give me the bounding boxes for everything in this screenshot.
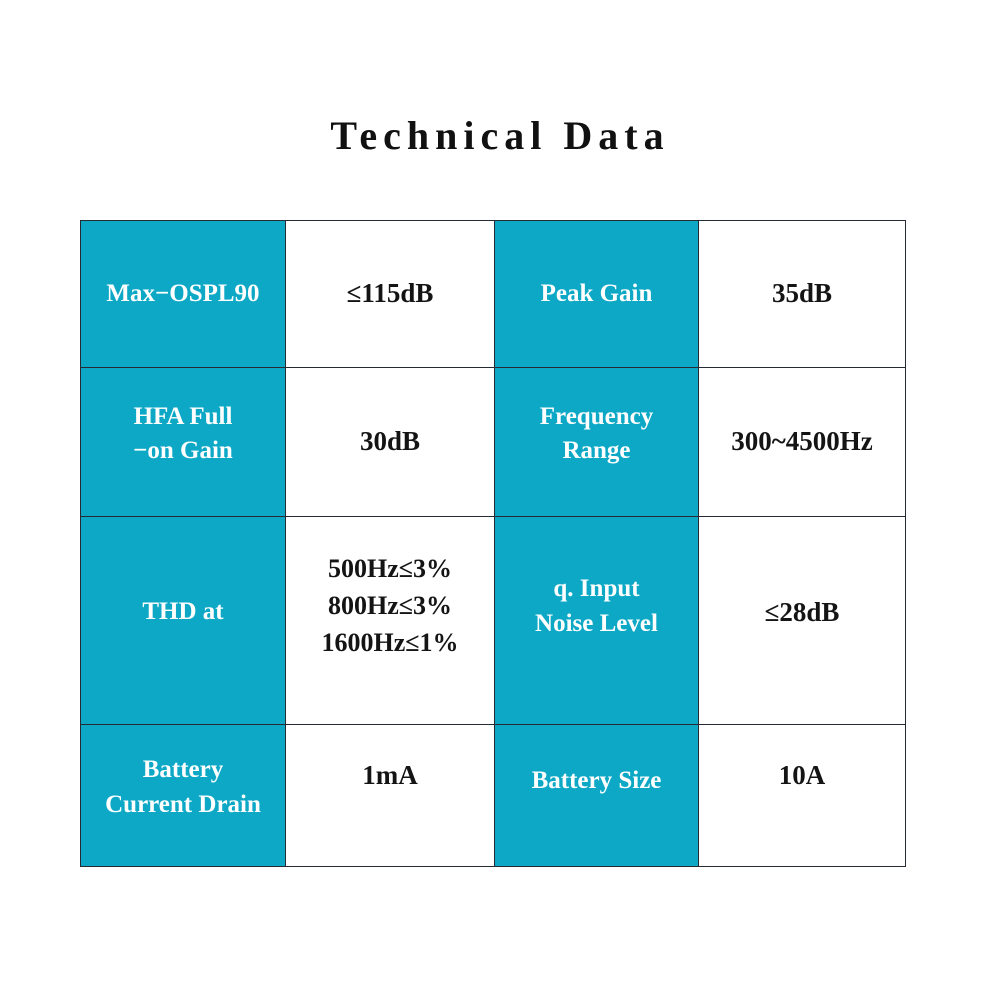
spec-label-thd-at: THD at: [80, 516, 286, 725]
spec-value-line: ≤115dB: [346, 278, 434, 309]
spec-label-line: THD at: [142, 598, 224, 626]
spec-value-line: 800Hz≤3%: [327, 591, 453, 621]
table-row: HFA Full −on Gain 30dB Frequency Range 3…: [80, 367, 906, 517]
spec-value-line: 30dB: [359, 426, 421, 457]
spec-value-line: 35dB: [771, 278, 833, 309]
spec-value-battery-current-drain: 1mA: [285, 724, 495, 867]
technical-data-table: Max−OSPL90 ≤115dB Peak Gain 35dB: [80, 220, 906, 867]
spec-value-frequency-range: 300~4500Hz: [698, 367, 906, 517]
spec-value-thd-at: 500Hz≤3% 800Hz≤3% 1600Hz≤1%: [285, 516, 495, 725]
spec-label-max-ospl90: Max−OSPL90: [80, 220, 286, 368]
spec-value-line: 1600Hz≤1%: [321, 627, 459, 657]
spec-label-line: Max−OSPL90: [106, 279, 260, 307]
spec-value-line: 10A: [778, 759, 826, 790]
table-row: Max−OSPL90 ≤115dB Peak Gain 35dB: [80, 220, 906, 368]
spec-label-q-input-noise-level: q. Input Noise Level: [494, 516, 699, 725]
spec-label-peak-gain: Peak Gain: [494, 220, 699, 368]
table-row: Battery Current Drain 1mA Battery Size 1…: [80, 724, 906, 867]
spec-value-max-ospl90: ≤115dB: [285, 220, 495, 368]
spec-label-line: Battery: [142, 756, 224, 783]
table-row: THD at 500Hz≤3% 800Hz≤3% 1600Hz≤1% q. In…: [80, 516, 906, 725]
spec-label-line: Current Drain: [105, 790, 261, 818]
spec-label-line: HFA Full: [133, 402, 233, 430]
spec-label-line: Range: [562, 437, 631, 464]
spec-value-peak-gain: 35dB: [698, 220, 906, 368]
spec-label-line: −on Gain: [133, 437, 233, 464]
spec-label-line: q. Input: [553, 575, 640, 602]
spec-label-frequency-range: Frequency Range: [494, 367, 699, 517]
spec-label-line: Frequency: [539, 402, 654, 430]
spec-value-line: 300~4500Hz: [731, 426, 873, 457]
spec-label-line: Peak Gain: [540, 279, 653, 307]
spec-value-q-input-noise-level: ≤28dB: [698, 516, 906, 725]
page-title: Technical Data: [330, 113, 670, 158]
spec-value-line: ≤28dB: [764, 596, 840, 627]
spec-label-line: Noise Level: [535, 609, 658, 637]
spec-value-line: 1mA: [362, 759, 418, 790]
spec-value-battery-size: 10A: [698, 724, 906, 867]
spec-label-hfa-full-on-gain: HFA Full −on Gain: [80, 367, 286, 517]
spec-label-battery-current-drain: Battery Current Drain: [80, 724, 286, 867]
spec-value-line: 500Hz≤3%: [327, 554, 453, 584]
spec-label-battery-size: Battery Size: [494, 724, 699, 867]
spec-label-line: Battery Size: [531, 767, 662, 795]
spec-value-hfa-full-on-gain: 30dB: [285, 367, 495, 517]
